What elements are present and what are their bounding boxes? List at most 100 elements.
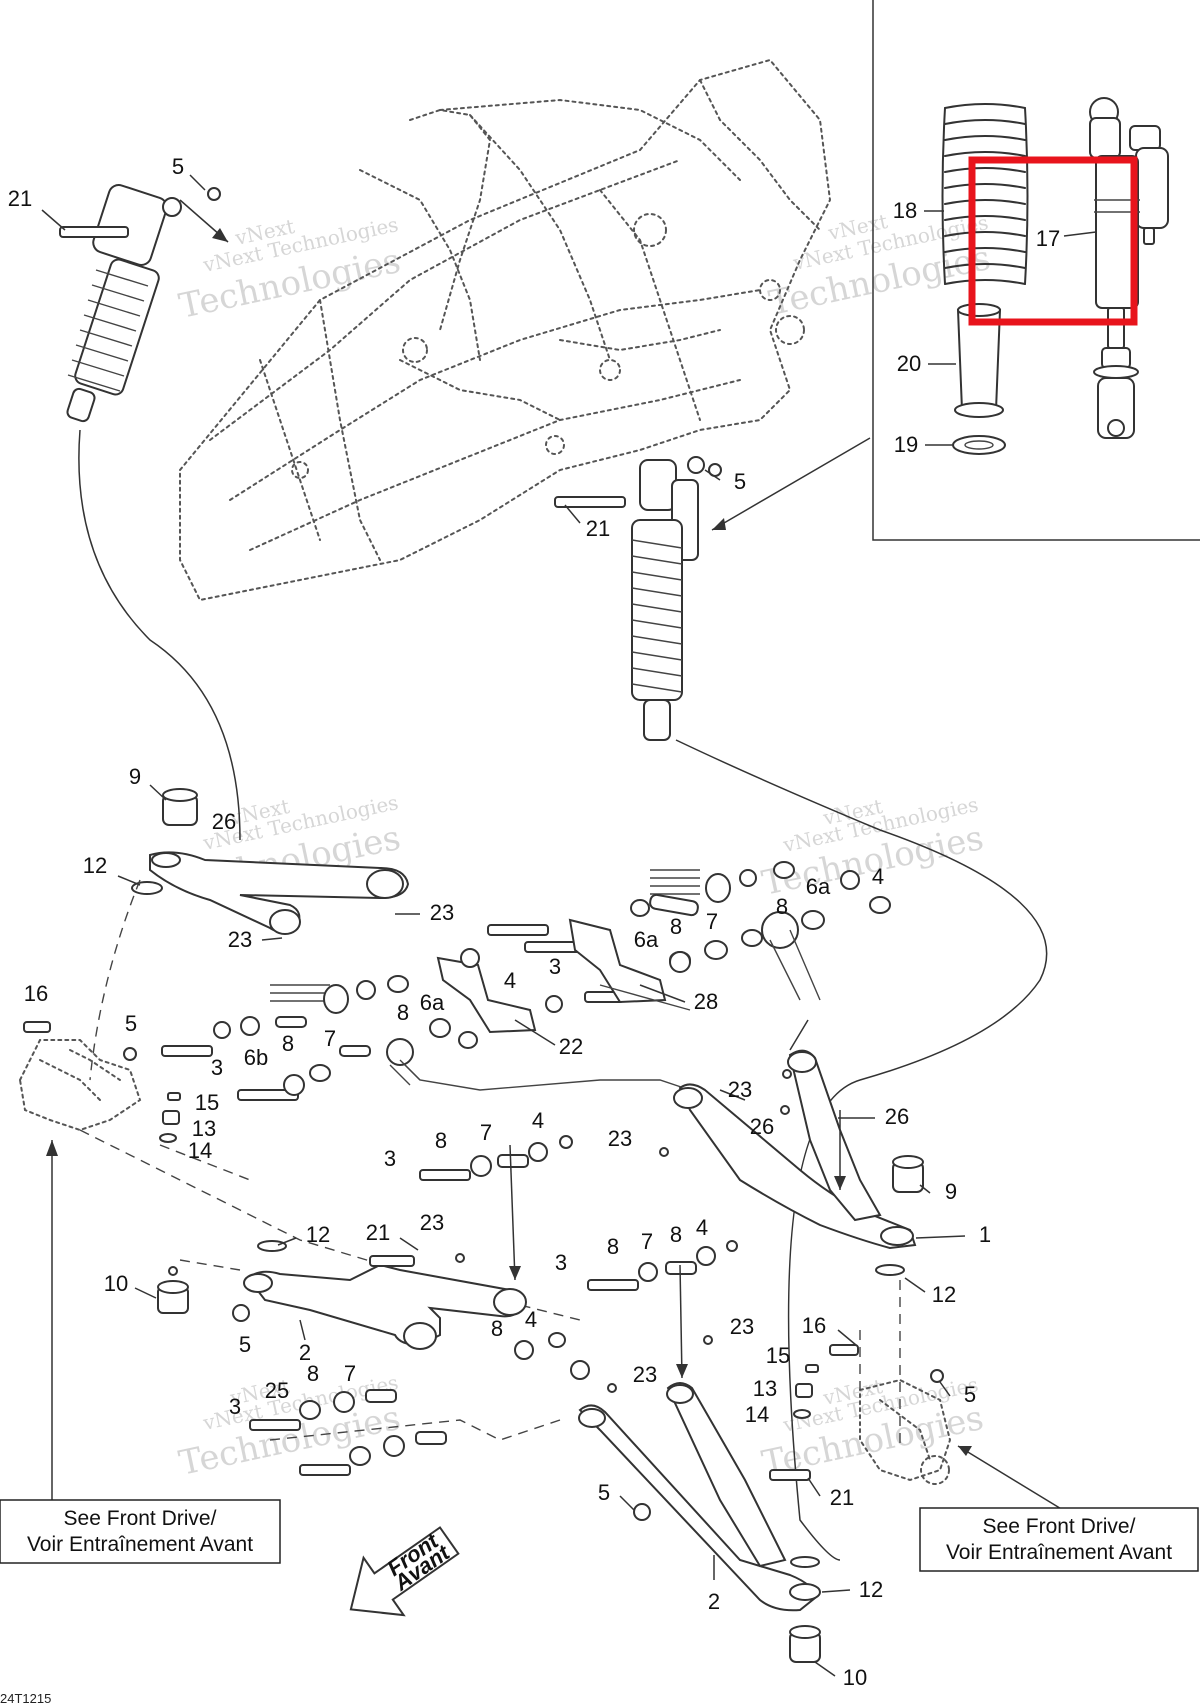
- callout-number: 7: [641, 1229, 653, 1254]
- arrow-head: [712, 518, 726, 530]
- callout-number: 17: [1036, 226, 1060, 251]
- callout-number: 15: [766, 1343, 790, 1368]
- note-left-line2: Voir Entraînement Avant: [27, 1533, 253, 1556]
- right-shock-absorber: [554, 456, 722, 741]
- left-knuckle: [18, 1021, 581, 1500]
- note-box-right: See Front Drive/ Voir Entraînement Avant: [919, 1507, 1199, 1572]
- callout-number: 23: [228, 927, 252, 952]
- callout-number: 26: [212, 809, 236, 834]
- callout-number: 8: [776, 894, 788, 919]
- callout-number: 23: [608, 1126, 632, 1151]
- callout-number: 8: [307, 1361, 319, 1386]
- front-direction-arrow: Front Avant: [349, 1526, 460, 1617]
- callout-number: 5: [598, 1480, 610, 1505]
- lower-right-a-arm: [578, 1382, 821, 1663]
- note-left-line1: See Front Drive/: [64, 1507, 217, 1530]
- callout-number: 22: [559, 1034, 583, 1059]
- callout-number: 5: [172, 154, 184, 179]
- callout-number: 23: [730, 1314, 754, 1339]
- callout-number: 3: [384, 1146, 396, 1171]
- callout-number: 12: [83, 853, 107, 878]
- left-shock-absorber: [59, 184, 221, 423]
- spring-18: [941, 103, 1029, 285]
- callout-number: 4: [532, 1108, 544, 1133]
- middle-bushing-cluster: [270, 924, 691, 1091]
- callout-number: 8: [670, 1222, 682, 1247]
- damper-17: [1089, 97, 1169, 439]
- callout-number: 21: [830, 1485, 854, 1510]
- callout-number: 13: [753, 1376, 777, 1401]
- callout-number: 26: [750, 1114, 774, 1139]
- upper-left-a-arm: [89, 788, 410, 1081]
- callout-number: 3: [555, 1250, 567, 1275]
- callout-number: 8: [607, 1234, 619, 1259]
- callout-number: 20: [897, 351, 921, 376]
- callout-number: 6b: [244, 1045, 268, 1070]
- callout-number: 1: [979, 1222, 991, 1247]
- callout-number: 3: [549, 954, 561, 979]
- right-knuckle: [793, 1330, 1064, 1511]
- callout-number: 26: [885, 1104, 909, 1129]
- callout-number: 9: [129, 764, 141, 789]
- lower-center-bushings: [419, 1135, 738, 1393]
- callout-number: 7: [324, 1026, 336, 1051]
- callout-number: 28: [694, 989, 718, 1014]
- right-upper-a-arm: [659, 1019, 924, 1450]
- note-right-line2: Voir Entraînement Avant: [946, 1541, 1172, 1564]
- callout-number: 2: [708, 1589, 720, 1614]
- callout-number: 5: [734, 469, 746, 494]
- callout-number: 8: [397, 1000, 409, 1025]
- vehicle-frame: [179, 58, 832, 602]
- callout-number: 6a: [806, 874, 831, 899]
- lower-bushing-cluster: [161, 1016, 421, 1101]
- callout-number: 6a: [634, 927, 659, 952]
- inset-leader-arrow: [711, 437, 871, 531]
- note-right-line1: See Front Drive/: [983, 1515, 1136, 1538]
- upper-bushing-cluster: [524, 861, 891, 1011]
- connector-curve-left: [78, 429, 241, 841]
- callout-number: 4: [504, 968, 516, 993]
- leader-lines: [41, 174, 966, 1677]
- callout-number: 10: [843, 1665, 867, 1690]
- callout-number: 2: [299, 1340, 311, 1365]
- callout-number: 7: [706, 909, 718, 934]
- spring-seat-19: [952, 435, 1006, 455]
- callout-number: 10: [104, 1271, 128, 1296]
- callout-number: 7: [480, 1120, 492, 1145]
- callout-number: 23: [728, 1077, 752, 1102]
- callout-number: 23: [633, 1362, 657, 1387]
- lower-left-a-arm: [157, 1240, 527, 1350]
- callout-number: 13: [192, 1116, 216, 1141]
- callout-number: 8: [435, 1128, 447, 1153]
- callout-number: 4: [872, 864, 884, 889]
- callout-number: 6a: [420, 990, 445, 1015]
- callout-number: 25: [265, 1378, 289, 1403]
- callout-number: 12: [306, 1222, 330, 1247]
- callout-number: 12: [859, 1577, 883, 1602]
- highlight-box-17: [968, 156, 1138, 326]
- callout-number: 14: [188, 1138, 212, 1163]
- callout-number: 23: [430, 900, 454, 925]
- bottom-left-bushings: [249, 1389, 561, 1476]
- callout-number: 5: [125, 1011, 137, 1036]
- callout-number: 5: [964, 1382, 976, 1407]
- callout-number: 8: [282, 1031, 294, 1056]
- callout-number: 21: [366, 1220, 390, 1245]
- shock-detail-inset: [872, 0, 1200, 541]
- diagram-code: 24T1215: [0, 1691, 51, 1706]
- callout-number: 19: [894, 432, 918, 457]
- callout-number: 14: [745, 1402, 769, 1427]
- callout-number: 9: [945, 1179, 957, 1204]
- callout-number: 18: [893, 198, 917, 223]
- callout-number: 4: [696, 1215, 708, 1240]
- callout-number: 8: [491, 1316, 503, 1341]
- callout-number: 3: [229, 1394, 241, 1419]
- note-box-left: See Front Drive/ Voir Entraînement Avant: [0, 1499, 281, 1564]
- callout-number: 7: [344, 1361, 356, 1386]
- callout-number: 12: [932, 1282, 956, 1307]
- callout-number: 3: [211, 1055, 223, 1080]
- connector-curve-right: [675, 739, 1048, 1561]
